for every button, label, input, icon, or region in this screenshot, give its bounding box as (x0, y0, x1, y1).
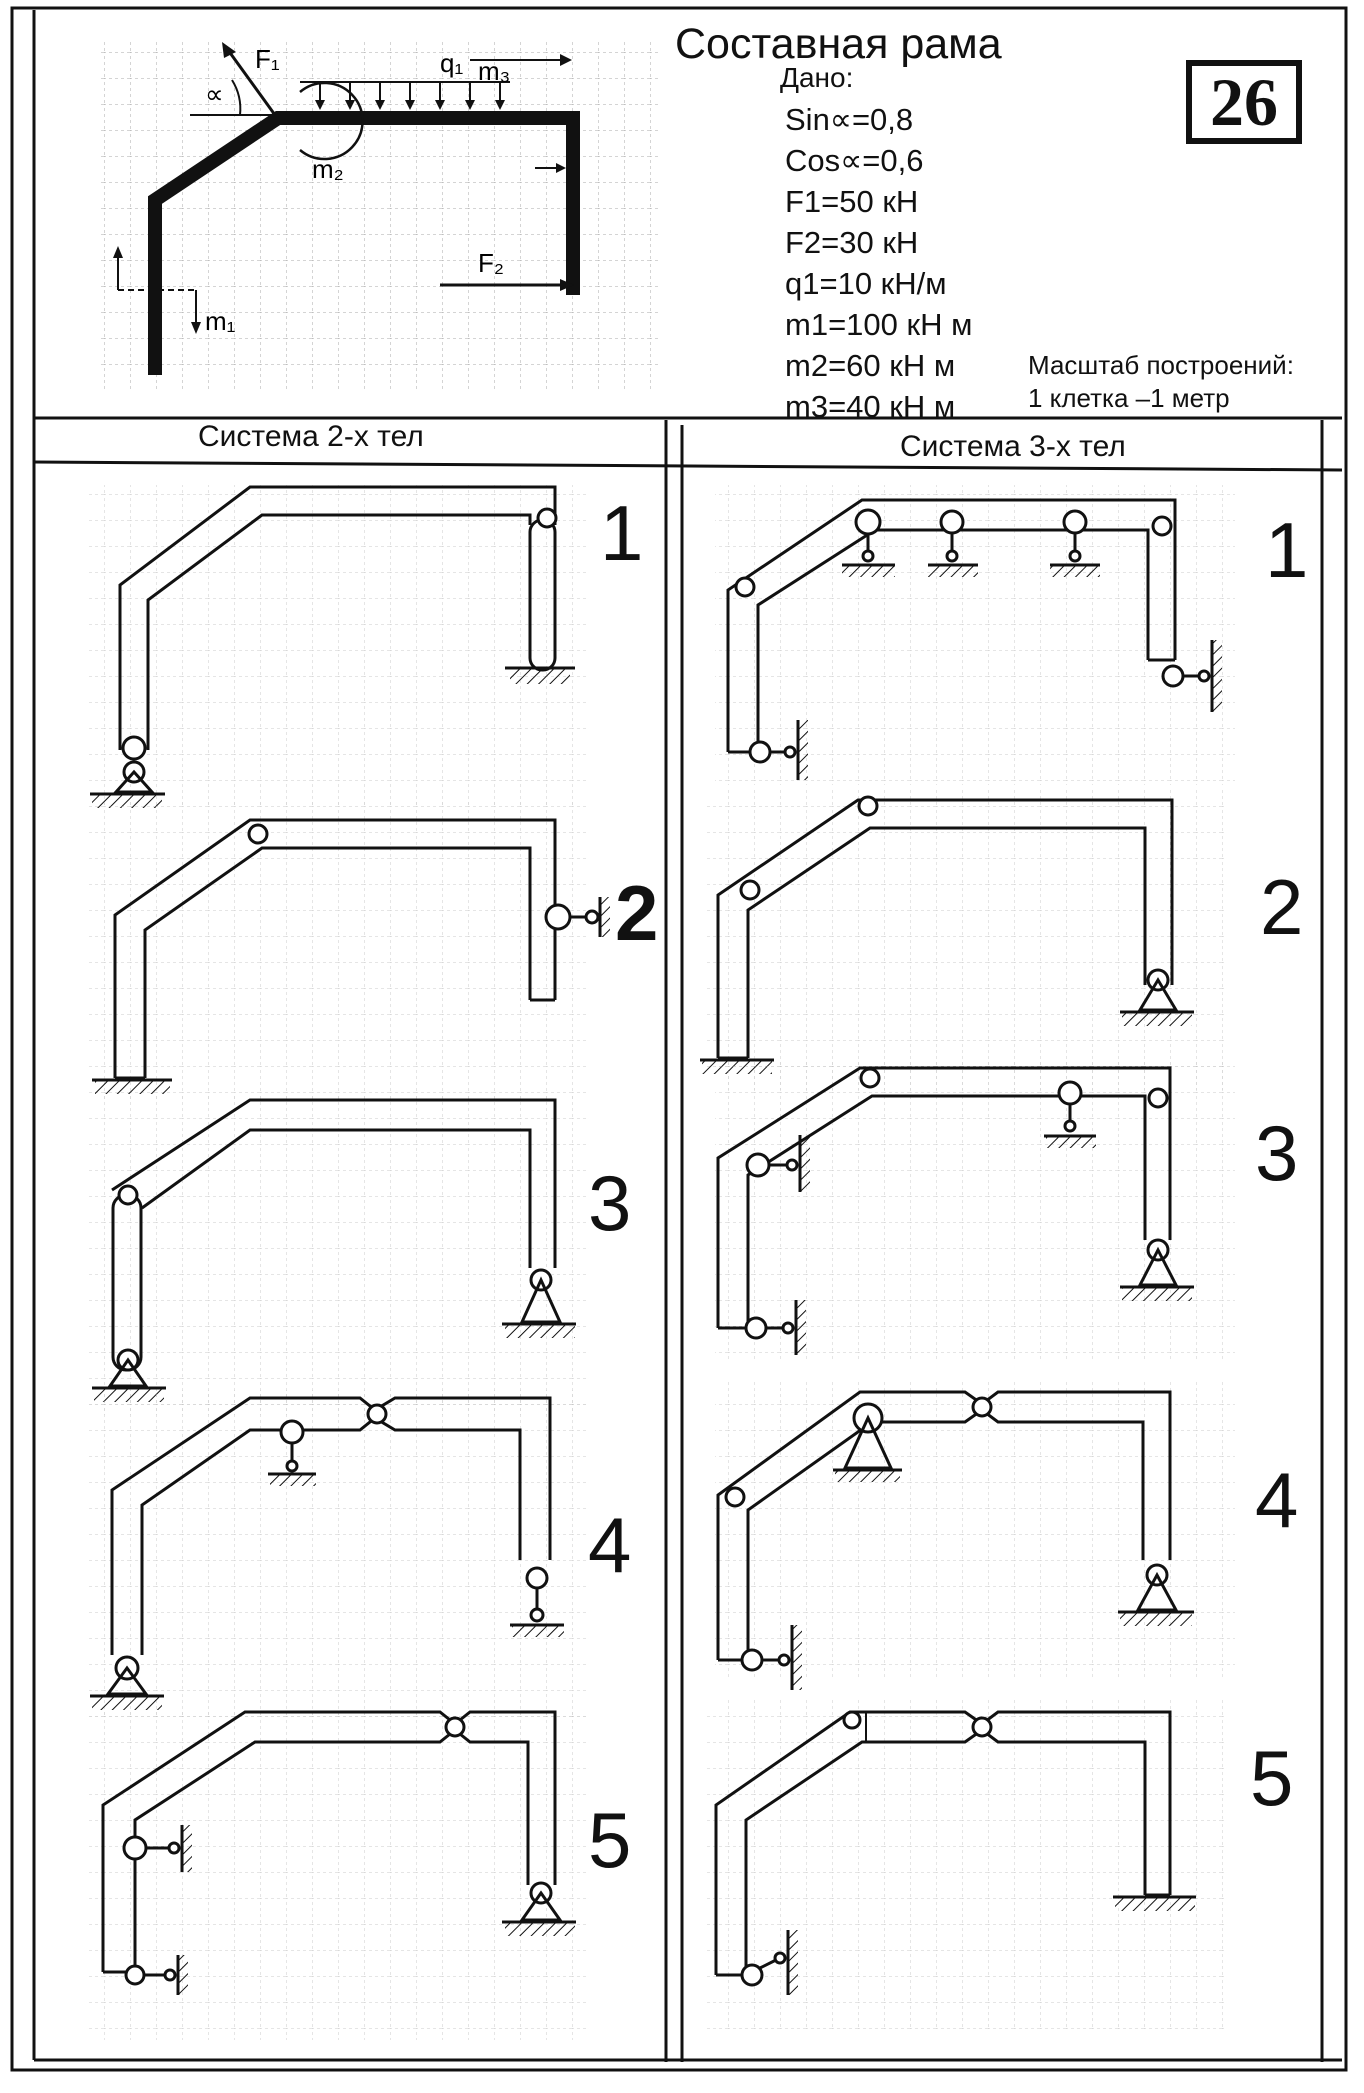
given-m2: m2=60 кН м (785, 348, 956, 383)
given-q1: q1=10 кН/м (785, 266, 947, 301)
left-variant-1 (88, 485, 588, 808)
right-variant-number: 3 (1255, 1109, 1299, 1197)
given-m1: m1=100 кН м (785, 307, 973, 342)
label-alpha: ∝ (205, 79, 224, 109)
sheet-title: Составная рама (675, 20, 1002, 68)
right-variant-2 (700, 790, 1225, 1090)
right-column-title: Система 3-х тел (900, 430, 1126, 463)
given-m3: m3=40 кН м (785, 389, 956, 424)
left-variant-number: 2 (615, 869, 659, 957)
given-cos: Cos∝=0,6 (785, 143, 924, 178)
variant-badge: 26 (1186, 60, 1302, 144)
label-m3: m₃ (478, 56, 510, 86)
label-m2: m₂ (312, 154, 344, 184)
left-variant-number: 4 (588, 1501, 632, 1589)
left-variant-4 (88, 1390, 588, 1720)
left-variant-5 (88, 1710, 588, 2040)
given-label: Дано: (780, 62, 854, 93)
right-variant-5 (705, 1700, 1225, 2030)
label-m1: m₁ (205, 306, 236, 336)
outer-frame (10, 6, 1348, 2072)
left-variant-number: 1 (600, 489, 644, 577)
scale-label: Масштаб построений: (1028, 350, 1294, 380)
given-sin: Sin∝=0,8 (785, 102, 914, 137)
right-variant-number: 4 (1255, 1456, 1299, 1544)
given-F2: F2=30 кН (785, 225, 919, 260)
label-F2: F₂ (478, 248, 504, 278)
main-frame-figure (100, 40, 660, 390)
given-F1: F1=50 кН (785, 184, 919, 219)
label-F1: F₁ (255, 44, 280, 74)
right-variant-number: 5 (1250, 1734, 1294, 1822)
left-variant-2 (88, 800, 610, 1100)
left-variant-3 (88, 1095, 588, 1415)
right-variant-4 (715, 1380, 1235, 1690)
left-variant-number: 5 (588, 1796, 632, 1884)
right-variant-3 (715, 1060, 1235, 1360)
scale-value: 1 клетка –1 метр (1028, 383, 1230, 413)
left-column-title: Система 2-х тел (198, 420, 424, 453)
label-q1: q₁ (440, 48, 463, 78)
left-variant-number: 3 (588, 1159, 632, 1247)
right-variant-number: 1 (1265, 506, 1309, 594)
right-variant-number: 2 (1260, 863, 1304, 951)
right-variant-1 (715, 485, 1235, 785)
